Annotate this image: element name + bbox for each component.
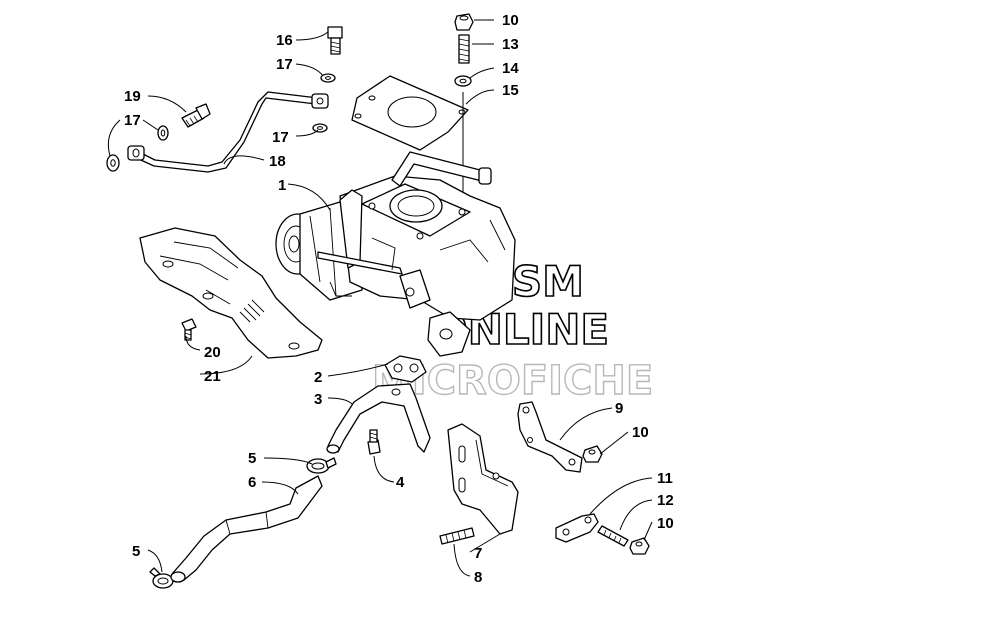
callout-10: 10 — [632, 424, 649, 441]
callout-17: 17 — [276, 56, 293, 73]
part-10-nuts — [582, 445, 650, 555]
callout-6: 6 — [248, 474, 256, 491]
part-7-bracket — [447, 423, 519, 535]
callout-14: 14 — [502, 60, 519, 77]
callout-15: 15 — [502, 82, 519, 99]
part-21-heat-shield — [139, 227, 323, 359]
leader-lines — [107, 19, 653, 577]
callout-9: 9 — [615, 400, 623, 417]
callout-12: 12 — [657, 492, 674, 509]
callout-17: 17 — [272, 129, 289, 146]
part-10-13-14-stack — [454, 13, 474, 210]
part-15-gasket — [351, 75, 469, 151]
part-12-stud — [597, 525, 629, 547]
callout-13: 13 — [502, 36, 519, 53]
callout-11: 11 — [657, 470, 673, 487]
part-18-oil-line — [127, 91, 329, 173]
callout-1: 1 — [278, 177, 286, 194]
part-2-gasket — [384, 355, 427, 383]
callouts: 16 17 19 17 17 18 1 10 13 14 15 20 21 2 … — [124, 12, 674, 586]
part-17-washers — [106, 73, 336, 172]
callout-21: 21 — [204, 368, 221, 385]
part-6-hose — [170, 475, 323, 583]
part-5-clamps — [149, 457, 337, 589]
callout-18: 18 — [269, 153, 286, 170]
callout-7: 7 — [474, 545, 482, 562]
callout-17: 17 — [124, 112, 141, 129]
callout-16: 16 — [276, 32, 293, 49]
part-20-bolt — [181, 318, 197, 341]
callout-20: 20 — [204, 344, 221, 361]
callout-10: 10 — [657, 515, 674, 532]
callout-3: 3 — [314, 391, 322, 408]
part-3-oil-return-pipe — [326, 383, 431, 454]
part-8-stud — [439, 527, 475, 545]
callout-8: 8 — [474, 569, 482, 586]
callout-2: 2 — [314, 369, 322, 386]
callout-5: 5 — [132, 543, 140, 560]
part-19-banjo-bolt — [181, 103, 211, 128]
callout-19: 19 — [124, 88, 141, 105]
callout-5: 5 — [248, 450, 256, 467]
part-1-turbocharger — [275, 151, 516, 357]
part-4-bolt — [367, 429, 381, 455]
callout-4: 4 — [396, 474, 405, 491]
callout-10: 10 — [502, 12, 519, 29]
part-9-link-plate — [517, 401, 583, 473]
part-11-plate — [555, 513, 599, 543]
part-16-bolt — [327, 26, 343, 55]
